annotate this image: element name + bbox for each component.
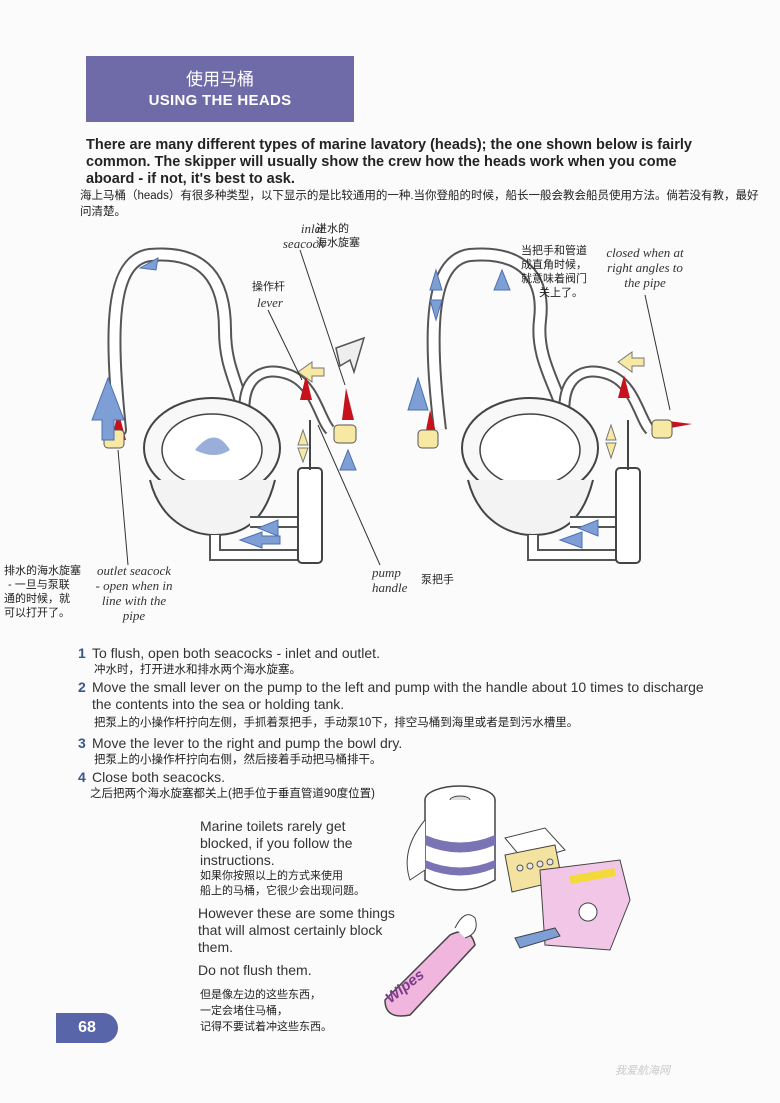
lever-label-zh: 操作杆 [252,281,285,293]
tip-paragraph-2: However these are some things that will … [198,905,395,955]
step-text-zh: 冲水时，打开进水和排水两个海水旋塞。 [94,664,301,676]
inlet-label-zh: 进水的 海水旋塞 [316,223,360,249]
tip-paragraph-3-zh: 但是像左边的这些东西， 一定会堵住马桶， 记得不要试着冲这些东西。 [200,989,332,1033]
step-item: 3 Move the lever to the right and pump th… [78,735,718,769]
wipes-drawing [384,914,477,1017]
outlet-label-zh: 排水的海水旋塞 - 一旦与泵联 通的时候，就 可以打开了。 [4,565,81,619]
tip-paragraph-1-zh: 如果你按照以上的方式来使用 船上的马桶，它很少会出现问题。 [200,870,365,897]
step-text-zh: 把泵上的小操作杆拧向左侧，手抓着泵把手，手动泵10下，排空马桶到海里或者是到污水… [94,717,579,729]
step-text-en: Close both seacocks. [92,769,226,785]
intro-text-en: There are many different types of marine… [86,137,692,187]
left-toilet-drawing [91,247,366,564]
lever-label-en: lever [257,295,283,310]
step-number: 3 [78,735,86,751]
header-title-zh: 使用马桶 [186,70,254,89]
tip-paragraph-3: Do not flush them. [198,962,312,978]
closed-label-en: closed when at right angles to the pipe [606,245,684,290]
pad-package-drawing [539,859,631,951]
step-number: 2 [78,679,86,695]
step-text-zh: 把泵上的小操作杆拧向右侧，然后接着手动把马桶排干。 [94,754,382,766]
inlet-label-en: inlet seacock [282,221,324,251]
header-title-en: USING THE HEADS [148,92,292,109]
pump-handle-label-en: pump handle [372,565,408,595]
steps-list: 1 To flush, open both seacocks - inlet an… [78,645,718,803]
right-toilet-drawing [407,247,692,564]
toilet-roll-drawing [406,785,496,891]
intro-text-zh: 海上马桶（heads）有很多种类型，以下显示的是比较通用的一种.当你登船的时候，… [80,190,759,218]
step-text-en: To flush, open both seacocks - inlet and… [92,645,380,661]
step-number: 4 [78,769,86,785]
step-item: 1 To flush, open both seacocks - inlet an… [78,645,718,679]
watermark: 我爱航海网 [615,1065,670,1077]
step-item: 4 Close both seacocks. 之后把两个海水旋塞都关上(把手位于垂… [78,769,718,803]
step-text-en: Move the small lever on the pump to the … [92,679,704,712]
header-banner: 使用马桶 USING THE HEADS [86,56,354,122]
outlet-label-en: outlet seacock - open when in line with … [95,563,173,623]
tips-block: Marine toilets rarely get blocked, if yo… [198,818,400,1035]
page-number: 68 [56,1013,118,1043]
step-item: 2 Move the small lever on the pump to the… [78,679,718,732]
pump-handle-label-zh: 泵把手 [421,574,454,586]
step-text-zh: 之后把两个海水旋塞都关上(把手位于垂直管道90度位置) [90,788,375,800]
closed-label-zh: 当把手和管道 成直角时候， 就意味着阀门 关上了。 [521,245,587,299]
step-number: 1 [78,645,86,661]
step-text-en: Move the lever to the right and pump the… [92,735,403,751]
tip-paragraph-1: Marine toilets rarely get blocked, if yo… [200,818,353,868]
